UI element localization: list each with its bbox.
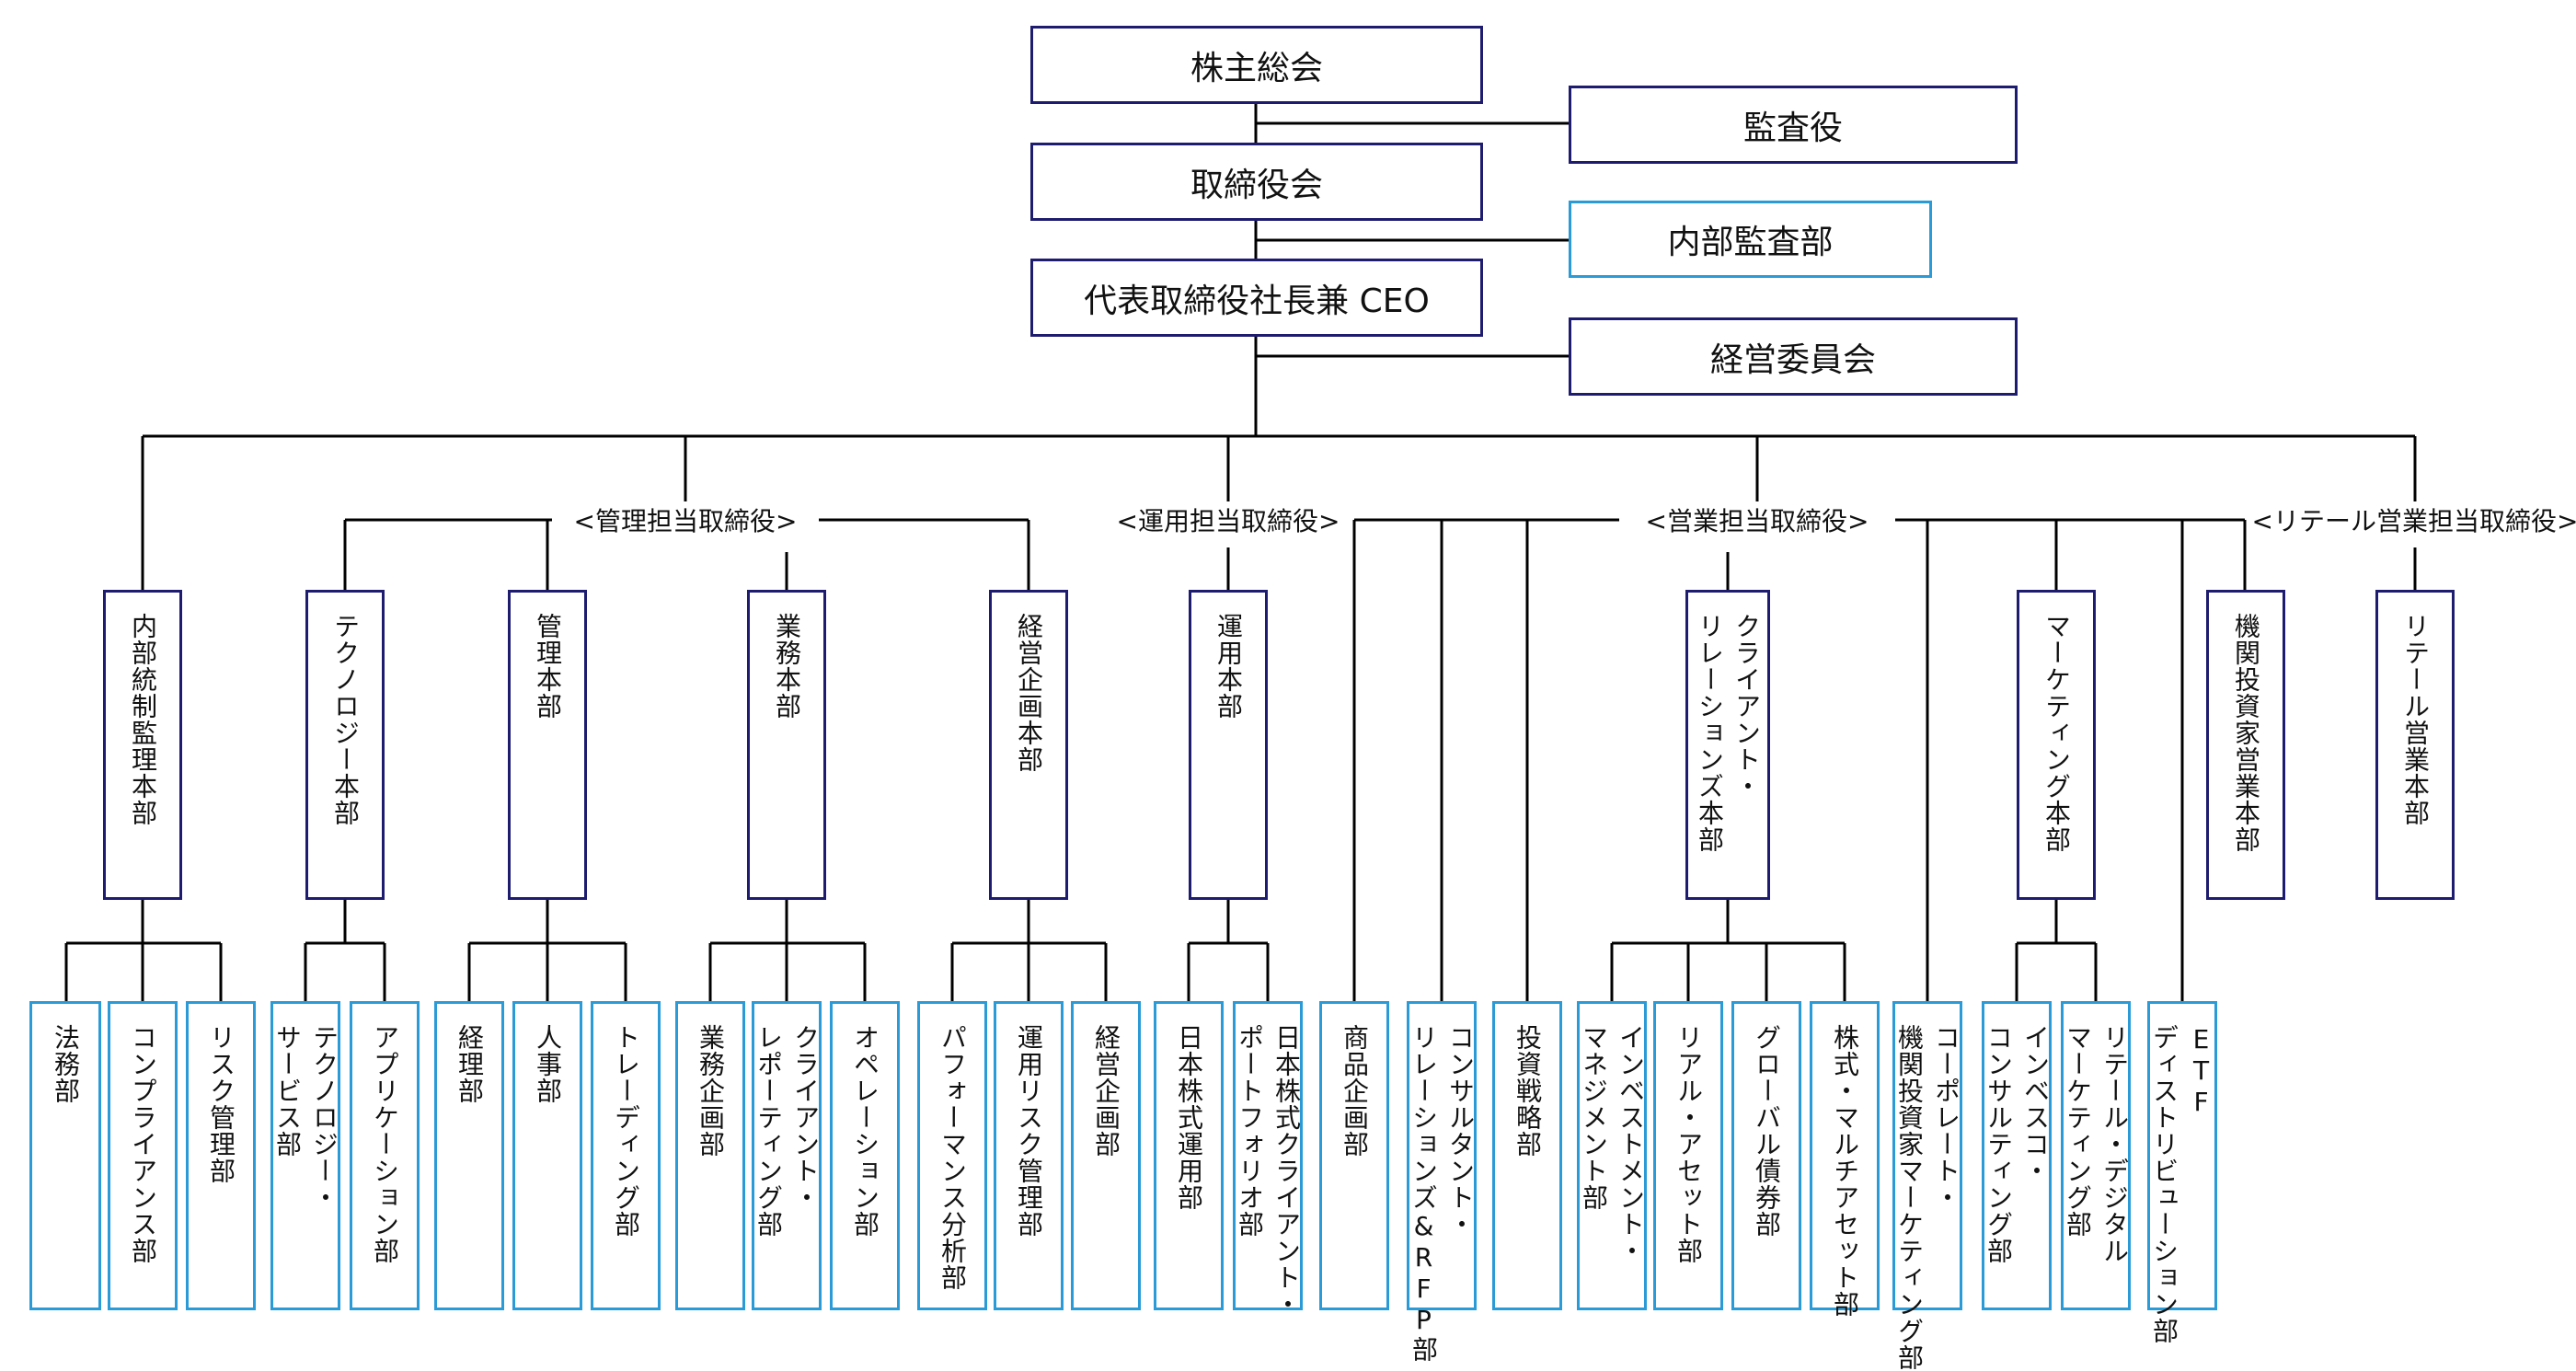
auditor-label: 監査役 bbox=[1742, 109, 1843, 147]
dept-label: テクノロジー・ サービス部 bbox=[272, 1024, 339, 1211]
dept-operations: オペレーション部 bbox=[830, 1001, 900, 1310]
dept-tech-services: テクノロジー・ サービス部 bbox=[270, 1001, 340, 1310]
division-client-relations: クライアント・ リレーションズ本部 bbox=[1685, 590, 1770, 900]
division-retail-sales: リテール営業本部 bbox=[2375, 590, 2455, 900]
dept-label: パフォーマンス分析部 bbox=[937, 1024, 968, 1291]
dept-product-planning: 商品企画部 bbox=[1319, 1001, 1389, 1310]
dept-inv-mgmt: インベストメント・ マネジメント部 bbox=[1577, 1001, 1647, 1310]
dept-label: リスク管理部 bbox=[206, 1024, 236, 1184]
dept-label: コーポレート・ 機関投資家マーケティング部 bbox=[1894, 1024, 1961, 1371]
dept-real-assets: リアル・アセット部 bbox=[1653, 1001, 1723, 1310]
shareholders-label: 株主総会 bbox=[1190, 49, 1323, 87]
dept-compliance: コンプライアンス部 bbox=[108, 1001, 178, 1310]
dept-applications: アプリケーション部 bbox=[350, 1001, 420, 1310]
dept-label: 業務企画部 bbox=[696, 1024, 726, 1158]
dept-invesco-consult: インベスコ・ コンサルティング部 bbox=[1982, 1001, 2052, 1310]
dept-label: 人事部 bbox=[533, 1024, 563, 1104]
dept-label: アプリケーション部 bbox=[370, 1024, 400, 1264]
dept-corp-planning: 経営企画部 bbox=[1071, 1001, 1141, 1310]
dept-hr: 人事部 bbox=[512, 1001, 582, 1310]
dept-label: トレーディング部 bbox=[611, 1024, 641, 1238]
division-management: 管理本部 bbox=[508, 590, 587, 900]
division-label: リテール営業本部 bbox=[2400, 613, 2431, 826]
division-label: 業務本部 bbox=[772, 613, 802, 720]
dept-label: 商品企画部 bbox=[1340, 1024, 1370, 1158]
board-label: 取締役会 bbox=[1190, 166, 1323, 204]
division-technology: テクノロジー本部 bbox=[305, 590, 385, 900]
dept-label: 経理部 bbox=[454, 1024, 485, 1104]
dept-label: リアル・アセット部 bbox=[1673, 1024, 1704, 1264]
dept-consultant-rfp: コンサルタント・ リレーションズ&RFP部 bbox=[1407, 1001, 1477, 1363]
group-label-admin: <管理担当取締役> bbox=[568, 501, 803, 538]
dept-etf: ETF ディストリビューション部 bbox=[2147, 1001, 2217, 1344]
division-label: 内部統制監理本部 bbox=[128, 613, 158, 826]
dept-label: コンサルタント・ リレーションズ&RFP部 bbox=[1409, 1024, 1476, 1363]
division-investment: 運用本部 bbox=[1189, 590, 1268, 900]
shareholders-box: 株主総会 bbox=[1030, 26, 1483, 104]
dept-label: リテール・デジタル マーケティング部 bbox=[2063, 1024, 2130, 1264]
board-box: 取締役会 bbox=[1030, 143, 1483, 221]
group-label-retail: <リテール営業担当取締役> bbox=[2246, 501, 2576, 538]
dept-label: 運用リスク管理部 bbox=[1014, 1024, 1044, 1238]
dept-label: インベストメント・ マネジメント部 bbox=[1579, 1024, 1646, 1264]
group-label-sales: <営業担当取締役> bbox=[1639, 501, 1875, 538]
dept-accounting: 経理部 bbox=[434, 1001, 504, 1310]
dept-label: 投資戦略部 bbox=[1512, 1024, 1543, 1158]
dept-label: コンプライアンス部 bbox=[128, 1024, 158, 1264]
internal-audit-label: 内部監査部 bbox=[1667, 224, 1834, 261]
division-internal-control: 内部統制監理本部 bbox=[103, 590, 182, 900]
dept-trading: トレーディング部 bbox=[591, 1001, 661, 1310]
dept-label: 法務部 bbox=[51, 1024, 81, 1104]
dept-equity-multi: 株式・マルチアセット部 bbox=[1810, 1001, 1880, 1318]
dept-ops-planning: 業務企画部 bbox=[675, 1001, 745, 1310]
dept-label: 日本株式運用部 bbox=[1174, 1024, 1204, 1211]
division-label: テクノロジー本部 bbox=[330, 613, 361, 826]
org-chart: 株主総会 監査役 取締役会 内部監査部 代表取締役社長兼 CEO 経営委員会 <… bbox=[29, 26, 2576, 1371]
division-marketing: マーケティング本部 bbox=[2017, 590, 2096, 900]
division-label: クライアント・ リレーションズ本部 bbox=[1695, 613, 1762, 853]
division-label: マーケティング本部 bbox=[2041, 613, 2072, 853]
ceo-label: 代表取締役社長兼 CEO bbox=[1084, 282, 1430, 320]
dept-label: 経営企画部 bbox=[1091, 1024, 1121, 1158]
dept-strategy: 投資戦略部 bbox=[1492, 1001, 1562, 1310]
group-label-investment: <運用担当取締役> bbox=[1110, 501, 1346, 538]
dept-jp-equity: 日本株式運用部 bbox=[1154, 1001, 1224, 1310]
exec-committee-label: 経営委員会 bbox=[1709, 340, 1876, 379]
dept-risk-mgmt: リスク管理部 bbox=[186, 1001, 256, 1310]
internal-audit-box: 内部監査部 bbox=[1569, 201, 1932, 278]
division-label: 経営企画本部 bbox=[1014, 613, 1044, 773]
dept-global-bond: グローバル債券部 bbox=[1731, 1001, 1801, 1310]
dept-label: クライアント・ レポーティング部 bbox=[753, 1024, 821, 1238]
dept-label: オペレーション部 bbox=[850, 1024, 880, 1238]
division-business: 業務本部 bbox=[747, 590, 826, 900]
dept-label: インベスコ・ コンサルティング部 bbox=[1984, 1024, 2051, 1264]
dept-performance: パフォーマンス分析部 bbox=[917, 1001, 987, 1310]
dept-label: 株式・マルチアセット部 bbox=[1830, 1024, 1860, 1318]
dept-label: ETF ディストリビューション部 bbox=[2149, 1024, 2216, 1344]
dept-label: 日本株式クライアント・ ポートフォリオ部 bbox=[1235, 1024, 1302, 1318]
division-label: 運用本部 bbox=[1213, 613, 1244, 720]
division-planning: 経営企画本部 bbox=[989, 590, 1068, 900]
dept-retail-digital: リテール・デジタル マーケティング部 bbox=[2061, 1001, 2131, 1310]
ceo-box: 代表取締役社長兼 CEO bbox=[1030, 259, 1483, 337]
dept-jp-client-pf: 日本株式クライアント・ ポートフォリオ部 bbox=[1233, 1001, 1303, 1318]
dept-legal: 法務部 bbox=[29, 1001, 101, 1310]
division-label: 機関投資家営業本部 bbox=[2231, 613, 2261, 853]
dept-corp-inst-mkt: コーポレート・ 機関投資家マーケティング部 bbox=[1892, 1001, 1962, 1371]
division-label: 管理本部 bbox=[533, 613, 563, 720]
dept-client-reporting: クライアント・ レポーティング部 bbox=[752, 1001, 822, 1310]
dept-label: グローバル債券部 bbox=[1752, 1024, 1782, 1238]
division-institutional-sales: 機関投資家営業本部 bbox=[2206, 590, 2285, 900]
auditor-box: 監査役 bbox=[1569, 86, 2018, 164]
exec-committee-box: 経営委員会 bbox=[1569, 317, 2018, 396]
connector-lines bbox=[64, 104, 2417, 1003]
dept-inv-risk: 運用リスク管理部 bbox=[994, 1001, 1064, 1310]
